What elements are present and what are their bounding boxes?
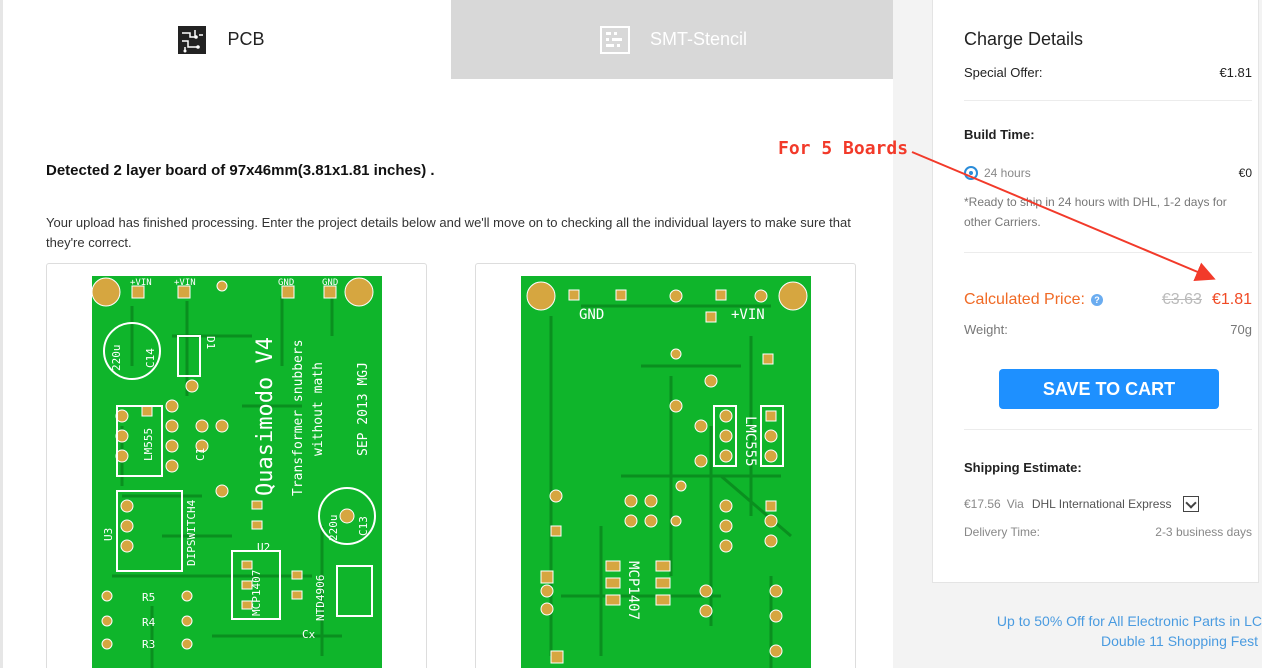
weight-value: 70g	[1230, 322, 1252, 337]
svg-text:Transformer snubbers: Transformer snubbers	[291, 339, 306, 496]
svg-text:220u: 220u	[110, 345, 123, 372]
delivery-time-row: Delivery Time: 2-3 business days	[964, 525, 1252, 539]
detected-layers-text: Detected 2 layer board of 97x46mm(3.81x1…	[46, 162, 435, 179]
svg-text:D1: D1	[204, 336, 217, 349]
help-icon[interactable]: ?	[1090, 294, 1103, 306]
shipping-price: €17.56	[964, 497, 1001, 511]
build-option-price: €0	[1238, 166, 1252, 180]
special-offer-value: €1.81	[1219, 65, 1252, 80]
build-time-option[interactable]: 24 hours €0	[964, 166, 1252, 180]
old-price: €3.63	[1161, 291, 1202, 308]
bottom-layer-preview[interactable]: GND +VIN LMC555 MCP1407	[475, 263, 856, 668]
svg-text:without math: without math	[311, 362, 326, 456]
top-layer-board-image: +VIN +VIN GND GND 220u C14 220u C13 LM55	[92, 276, 382, 668]
weight-row: Weight: 70g	[964, 322, 1252, 337]
promo-link-line1[interactable]: Up to 50% Off for All Electronic Parts i…	[996, 613, 1262, 629]
calculated-price-label: Calculated Price:	[964, 291, 1085, 308]
svg-text:GND: GND	[278, 278, 294, 288]
save-to-cart-button[interactable]: SAVE TO CART	[999, 369, 1219, 409]
charge-sidebar: Charge Details Special Offer: €1.81 Buil…	[893, 0, 1262, 668]
svg-text:DIPSWITCH4: DIPSWITCH4	[185, 499, 198, 566]
pcb-upload-panel: PCB SMT-Stencil Detected 2 layer board o…	[0, 0, 896, 668]
charge-details-title: Charge Details	[964, 29, 1084, 49]
svg-text:+VIN: +VIN	[130, 278, 152, 288]
tab-pcb-label: PCB	[227, 29, 265, 49]
new-price: €1.81	[1211, 291, 1252, 308]
svg-text:U2: U2	[257, 541, 270, 554]
divider	[964, 100, 1252, 101]
svg-text:+VIN: +VIN	[731, 307, 765, 323]
svg-text:LMC555: LMC555	[742, 416, 758, 467]
divider	[964, 429, 1252, 430]
svg-text:Cx: Cx	[302, 628, 316, 641]
shipping-estimate-label: Shipping Estimate:	[964, 460, 1082, 475]
shipping-via: Via	[1006, 497, 1024, 511]
delivery-time-value: 2-3 business days	[1155, 525, 1252, 539]
svg-text:C14: C14	[144, 348, 157, 368]
svg-text:C13: C13	[357, 516, 370, 536]
pcb-chip-icon	[177, 25, 207, 55]
tab-smt-stencil[interactable]: SMT-Stencil	[451, 0, 896, 79]
svg-text:+VIN: +VIN	[174, 278, 196, 288]
shipping-method: DHL International Express	[1031, 497, 1172, 511]
upload-status-message: Your upload has finished processing. Ent…	[46, 215, 851, 250]
tab-smt-stencil-label: SMT-Stencil	[649, 29, 748, 49]
tab-bar: PCB SMT-Stencil	[6, 0, 896, 79]
promo-link-line2[interactable]: Double 11 Shopping Fest	[1101, 633, 1258, 649]
svg-text:220u: 220u	[327, 515, 340, 542]
svg-text:NTD4906: NTD4906	[314, 575, 327, 621]
radio-selected-icon[interactable]	[964, 166, 978, 180]
calculated-price-row: Calculated Price:? €3.63 €1.81	[964, 291, 1252, 309]
divider	[964, 252, 1252, 253]
annotation-label: For 5 Boards	[778, 138, 909, 159]
svg-text:MCP1407: MCP1407	[625, 561, 641, 620]
svg-text:C1: C1	[194, 448, 207, 461]
special-offer-label: Special Offer:	[964, 65, 1043, 80]
svg-text:GND: GND	[579, 307, 604, 323]
weight-label: Weight:	[964, 322, 1008, 337]
charge-details-card: Charge Details Special Offer: €1.81 Buil…	[932, 0, 1259, 583]
special-offer-row: Special Offer: €1.81	[964, 65, 1252, 80]
shipping-estimate-row[interactable]: €17.56 Via DHL International Express	[964, 496, 1252, 512]
build-time-label: Build Time:	[964, 127, 1035, 142]
bottom-layer-board-image: GND +VIN LMC555 MCP1407	[521, 276, 811, 668]
stencil-icon	[599, 25, 630, 55]
svg-text:MCP1407: MCP1407	[250, 570, 263, 616]
top-layer-preview[interactable]: +VIN +VIN GND GND 220u C14 220u C13 LM55	[46, 263, 427, 668]
svg-text:Quasimodo V4: Quasimodo V4	[253, 337, 278, 496]
svg-text:U3: U3	[102, 528, 115, 541]
chevron-down-icon[interactable]	[1183, 496, 1200, 512]
svg-text:LM555: LM555	[142, 428, 155, 461]
ready-to-ship-note: *Ready to ship in 24 hours with DHL, 1-2…	[964, 195, 1227, 229]
tab-pcb[interactable]: PCB	[6, 0, 451, 79]
delivery-time-label: Delivery Time:	[964, 525, 1041, 539]
svg-text:R4: R4	[142, 616, 156, 629]
svg-text:R5: R5	[142, 591, 155, 604]
svg-text:GND: GND	[322, 278, 338, 288]
svg-text:R3: R3	[142, 638, 155, 651]
svg-text:SEP 2013 MGJ: SEP 2013 MGJ	[356, 362, 371, 456]
build-option-label: 24 hours	[984, 166, 1031, 180]
